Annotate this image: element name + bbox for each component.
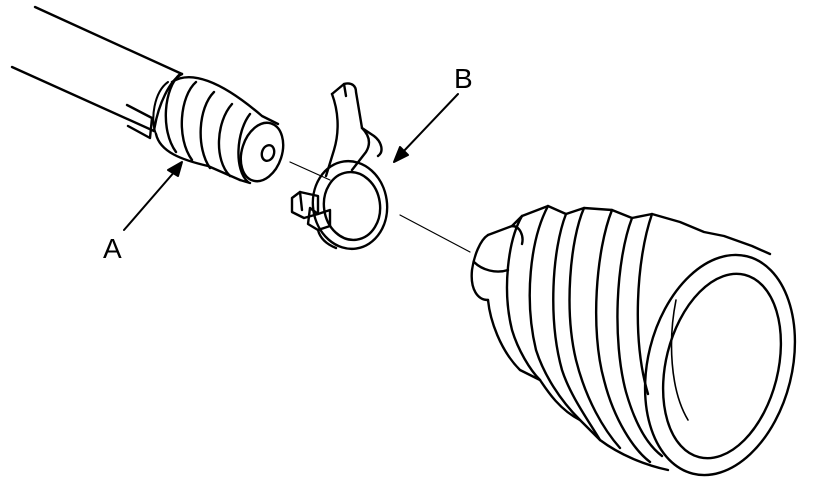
axle-shaft bbox=[10, 5, 184, 133]
leader-arrow-a bbox=[123, 161, 183, 231]
assembly-axis-line bbox=[289, 161, 471, 253]
callout-label-a: A bbox=[103, 233, 122, 264]
leader-arrow-b bbox=[393, 93, 459, 163]
cv-joint-boot bbox=[470, 204, 797, 477]
shaft-end-a bbox=[125, 72, 285, 185]
boot-clamp-b bbox=[290, 82, 389, 251]
callout-label-b: B bbox=[454, 63, 473, 94]
